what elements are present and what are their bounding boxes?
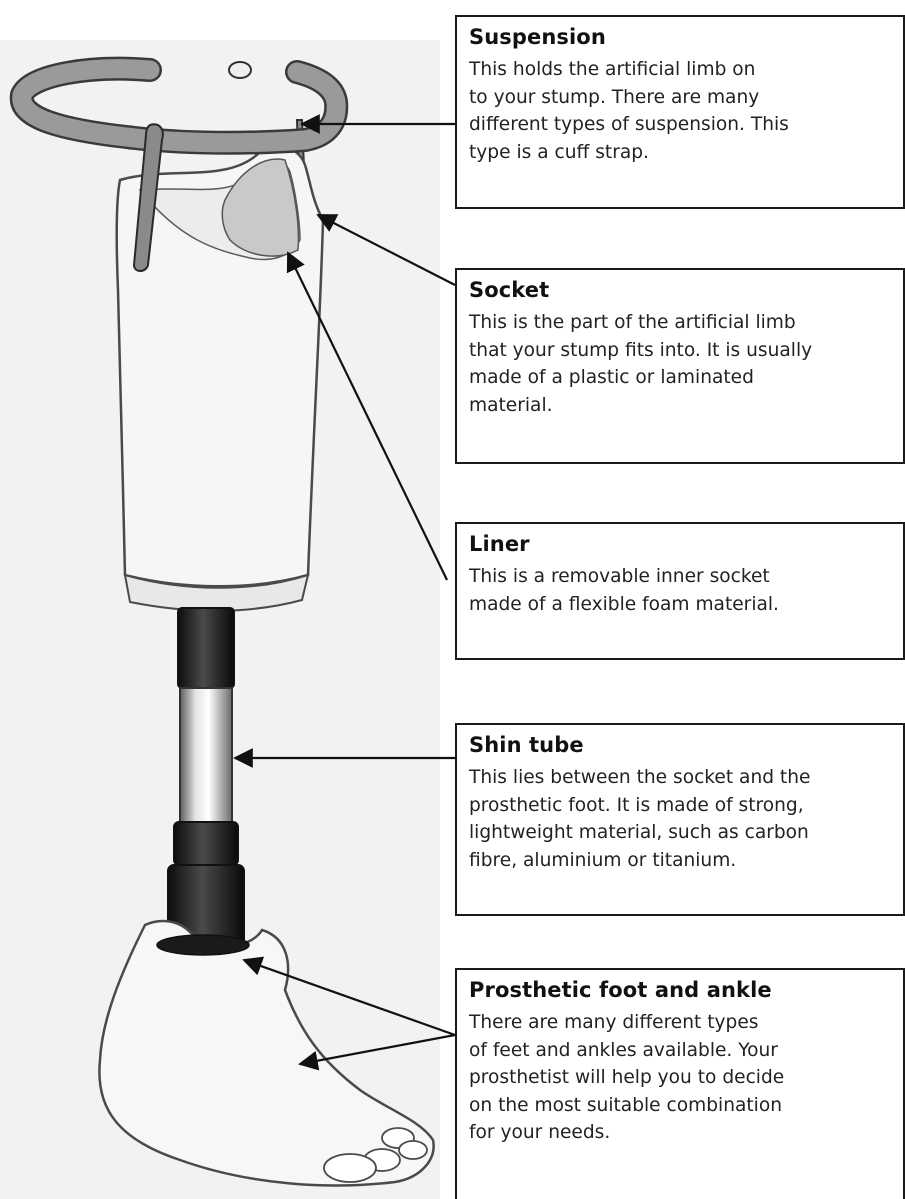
- callout-body: There are many different types of feet a…: [469, 1009, 893, 1147]
- callout-line: lightweight material, such as carbon: [469, 819, 893, 847]
- callout-line: different types of suspension. This: [469, 111, 893, 139]
- callout-title: Shin tube: [469, 733, 893, 757]
- callout-title: Socket: [469, 278, 893, 302]
- arrow-socket: [318, 215, 455, 285]
- callout-body: This is a removable inner socket made of…: [469, 563, 893, 618]
- callout-line: for your needs.: [469, 1119, 893, 1147]
- callout-line: made of a flexible foam material.: [469, 591, 893, 619]
- callout-line: of feet and ankles available. Your: [469, 1037, 893, 1065]
- callout-line: This is the part of the artificial limb: [469, 309, 893, 337]
- callout-body: This holds the artificial limb on to you…: [469, 56, 893, 166]
- callout-line: prosthetic foot. It is made of strong,: [469, 792, 893, 820]
- callout-line: made of a plastic or laminated: [469, 364, 893, 392]
- callout-line: This is a removable inner socket: [469, 563, 893, 591]
- callout-title: Suspension: [469, 25, 893, 49]
- callout-liner: Liner This is a removable inner socket m…: [455, 522, 905, 660]
- callout-line: There are many different types: [469, 1009, 893, 1037]
- callout-socket: Socket This is the part of the artificia…: [455, 268, 905, 464]
- callout-title: Liner: [469, 532, 893, 556]
- callout-line: prosthetist will help you to decide: [469, 1064, 893, 1092]
- callout-line: that your stump fits into. It is usually: [469, 337, 893, 365]
- callout-body: This is the part of the artificial limb …: [469, 309, 893, 419]
- callout-line: fibre, aluminium or titanium.: [469, 847, 893, 875]
- callout-line: material.: [469, 392, 893, 420]
- callout-line: to your stump. There are many: [469, 84, 893, 112]
- callout-line: This lies between the socket and the: [469, 764, 893, 792]
- callout-line: on the most suitable combination: [469, 1092, 893, 1120]
- arrow-foot-ankle: [244, 960, 455, 1035]
- callout-prosthetic-foot: Prosthetic foot and ankle There are many…: [455, 968, 905, 1199]
- callout-title: Prosthetic foot and ankle: [469, 978, 893, 1002]
- callout-line: type is a cuff strap.: [469, 139, 893, 167]
- arrow-liner: [288, 253, 447, 580]
- callout-shin-tube: Shin tube This lies between the socket a…: [455, 723, 905, 916]
- callout-body: This lies between the socket and the pro…: [469, 764, 893, 874]
- callout-suspension: Suspension This holds the artificial lim…: [455, 15, 905, 209]
- callout-line: This holds the artificial limb on: [469, 56, 893, 84]
- arrow-foot: [300, 1035, 455, 1064]
